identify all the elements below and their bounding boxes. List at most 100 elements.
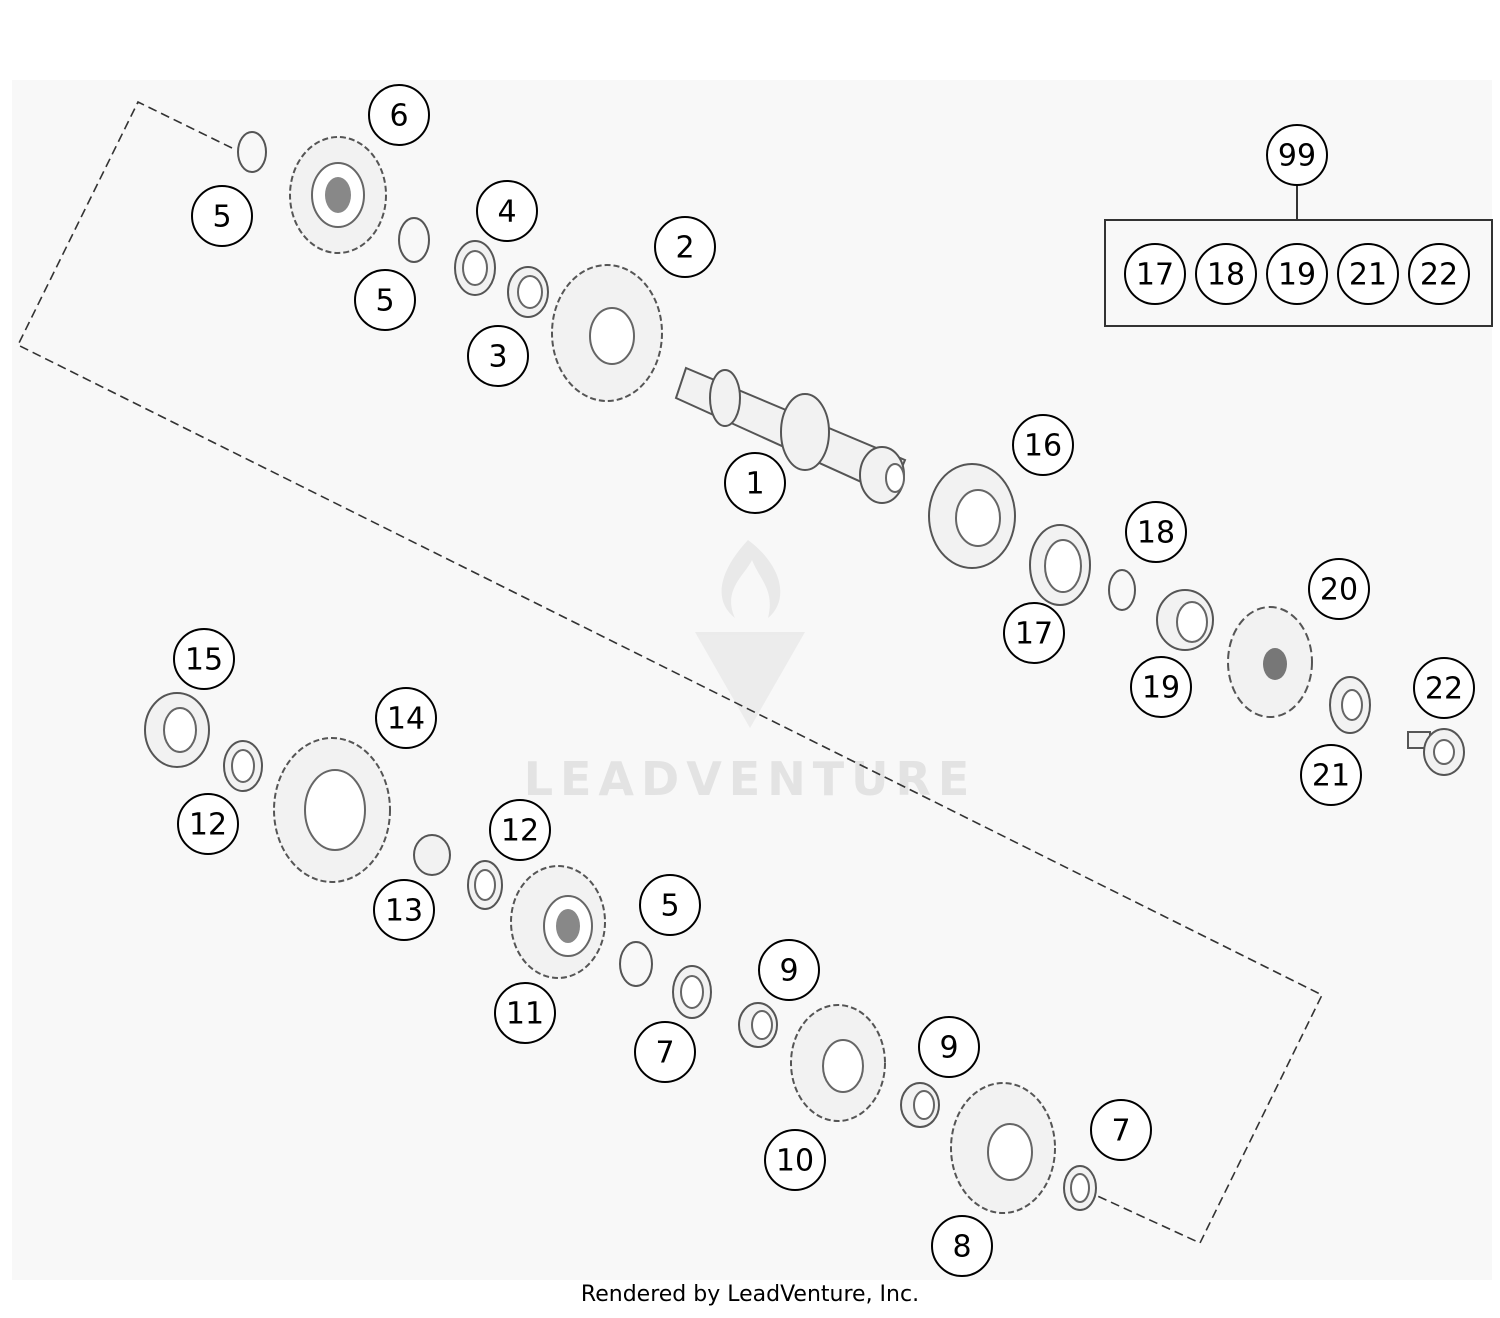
callout-number: 5 — [660, 889, 679, 924]
callout-circle — [368, 84, 430, 146]
part-4-washer — [454, 240, 496, 296]
part-16-bearing — [928, 463, 1016, 569]
part-17-seal — [1029, 524, 1091, 606]
callout-number: 2 — [675, 231, 694, 266]
assembly-outline — [16, 100, 1324, 1245]
callout-number: 5 — [212, 200, 231, 235]
part-callout-13: 13 — [373, 879, 435, 941]
callout-number: 3 — [488, 340, 507, 375]
part-2-gear — [551, 264, 663, 402]
part-callout-7: 7 — [634, 1021, 696, 1083]
callout-circle — [1266, 124, 1328, 186]
part-1-main-shaft — [674, 366, 907, 504]
callout-circle — [173, 628, 235, 690]
part-18-o-ring — [1108, 569, 1136, 611]
part-callout-9: 9 — [918, 1016, 980, 1078]
part-9-bushing-b — [900, 1082, 940, 1128]
part-11-gear — [510, 865, 606, 979]
callout-circle — [1413, 657, 1475, 719]
part-9-bushing-a — [738, 1002, 778, 1048]
part-5-circlip-c — [619, 941, 653, 987]
callout-number: 22 — [1420, 258, 1458, 293]
callout-number: 12 — [501, 814, 539, 849]
callout-circle — [918, 1016, 980, 1078]
kit-item-21: 21 — [1337, 243, 1399, 305]
callout-circle — [1195, 243, 1257, 305]
part-22-nut — [1407, 728, 1465, 776]
callout-number: 21 — [1349, 258, 1387, 293]
kit-callout-99: 99 — [1266, 124, 1328, 186]
callout-number: 20 — [1320, 573, 1358, 608]
part-5-circlip-a — [237, 131, 267, 173]
part-19-spacer — [1156, 589, 1214, 651]
callout-number: 21 — [1312, 759, 1350, 794]
part-callout-9: 9 — [758, 939, 820, 1001]
callout-number: 18 — [1137, 516, 1175, 551]
callout-number: 9 — [939, 1031, 958, 1066]
callout-circle — [1003, 602, 1065, 664]
callout-number: 17 — [1136, 258, 1174, 293]
kit-item-22: 22 — [1408, 243, 1470, 305]
callout-circle — [1266, 243, 1328, 305]
part-14-gear — [273, 737, 391, 883]
callout-circle — [1125, 501, 1187, 563]
part-callout-5: 5 — [191, 185, 253, 247]
part-8-gear — [950, 1082, 1056, 1214]
callout-number: 19 — [1278, 258, 1316, 293]
callout-number: 14 — [387, 702, 425, 737]
part-callout-12: 12 — [177, 793, 239, 855]
part-callout-1: 1 — [724, 452, 786, 514]
callout-number: 8 — [952, 1230, 971, 1265]
part-callout-11: 11 — [494, 982, 556, 1044]
callout-circle — [1124, 243, 1186, 305]
part-callout-16: 16 — [1012, 414, 1074, 476]
callout-circle — [191, 185, 253, 247]
callout-circle — [373, 879, 435, 941]
callout-circle — [1130, 656, 1192, 718]
part-15-bearing — [144, 692, 210, 768]
part-callout-19: 19 — [1130, 656, 1192, 718]
callout-circle — [1308, 558, 1370, 620]
part-7-washer-a — [672, 965, 712, 1019]
callout-circle — [654, 216, 716, 278]
callout-circle — [1012, 414, 1074, 476]
leadventure-watermark-logo — [695, 540, 805, 728]
callout-number: 22 — [1425, 672, 1463, 707]
callout-circle — [634, 1021, 696, 1083]
kit-item-19: 19 — [1266, 243, 1328, 305]
part-callout-14: 14 — [375, 687, 437, 749]
part-callout-5: 5 — [639, 874, 701, 936]
part-callout-7: 7 — [1090, 1099, 1152, 1161]
part-callout-20: 20 — [1308, 558, 1370, 620]
callout-number: 4 — [497, 195, 516, 230]
part-3-bushing — [507, 266, 549, 318]
callout-circle — [1090, 1099, 1152, 1161]
part-12-washer-b — [467, 860, 503, 910]
callout-number: 99 — [1278, 139, 1316, 174]
part-callout-8: 8 — [931, 1215, 993, 1277]
callout-circle — [489, 799, 551, 861]
callout-circle — [177, 793, 239, 855]
part-21-washer — [1329, 676, 1371, 734]
callout-number: 17 — [1015, 617, 1053, 652]
part-callout-21: 21 — [1300, 744, 1362, 806]
callout-circle — [1337, 243, 1399, 305]
callout-number: 7 — [655, 1036, 674, 1071]
callout-number: 9 — [779, 954, 798, 989]
part-callout-17: 17 — [1003, 602, 1065, 664]
callout-number: 10 — [776, 1144, 814, 1179]
part-5-circlip-b — [398, 217, 430, 263]
footer-credit: Rendered by LeadVenture, Inc. — [580, 1282, 920, 1307]
kit-item-18: 18 — [1195, 243, 1257, 305]
kit-contents-box — [1104, 219, 1493, 327]
callout-circle — [375, 687, 437, 749]
part-10-gear — [790, 1004, 886, 1122]
part-callout-18: 18 — [1125, 501, 1187, 563]
part-callout-15: 15 — [173, 628, 235, 690]
callout-circle — [758, 939, 820, 1001]
callout-circle — [764, 1129, 826, 1191]
part-20-sprocket — [1227, 606, 1313, 718]
callout-circle — [1300, 744, 1362, 806]
watermark-brand-text: LEADVENTURE — [524, 752, 977, 806]
